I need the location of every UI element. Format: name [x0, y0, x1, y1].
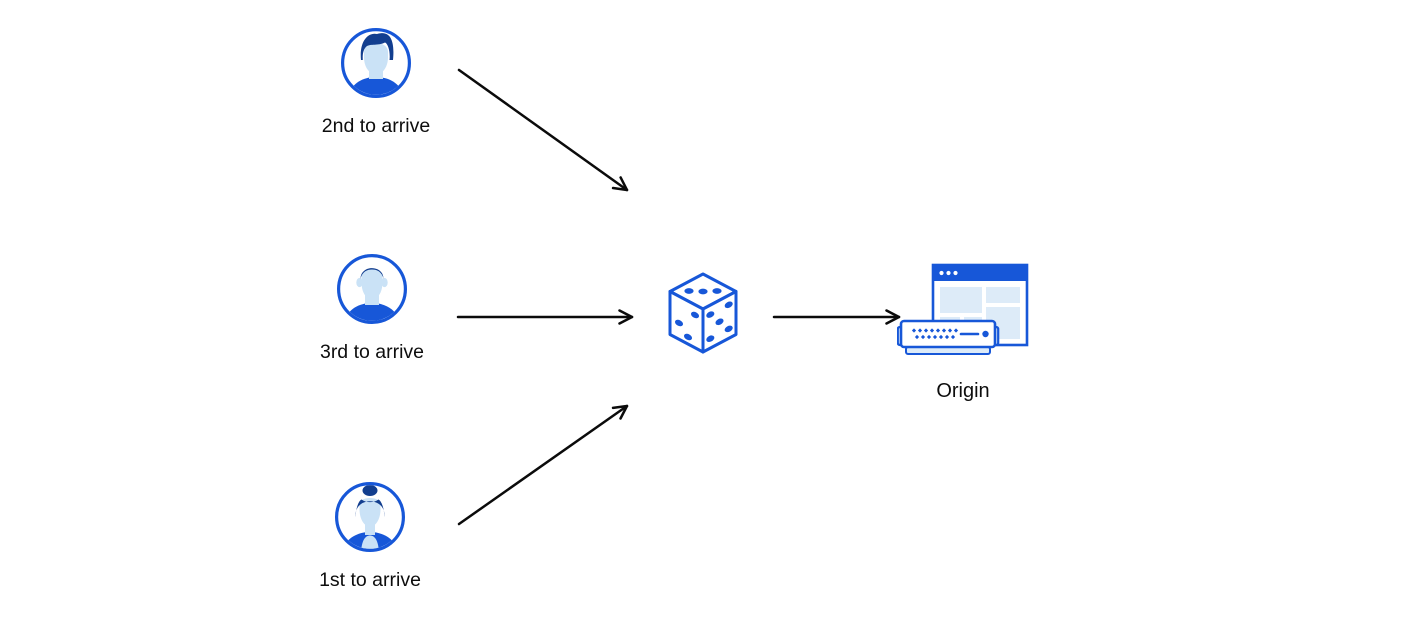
arrow-visitor-first-to-dice: [457, 404, 629, 526]
arrow-visitor-second-to-dice: [457, 68, 629, 192]
node-origin: Origin: [897, 263, 1029, 403]
node-label: 3rd to arrive: [319, 341, 425, 363]
dice-icon: [668, 272, 738, 354]
male-user-avatar-icon: [340, 27, 412, 99]
male-user-avatar-icon: [336, 253, 408, 325]
node-visitor-third: 3rd to arrive: [292, 253, 452, 364]
female-user-avatar-icon: [334, 481, 406, 553]
node-visitor-second: 2nd to arrive: [296, 27, 456, 138]
node-randomizer: [664, 270, 742, 356]
node-visitor-first: 1st to arrive: [294, 481, 446, 592]
node-label: Origin: [936, 380, 990, 402]
origin-server-icon: [897, 263, 1029, 355]
node-label: 2nd to arrive: [321, 115, 431, 137]
node-label: 1st to arrive: [319, 569, 421, 591]
